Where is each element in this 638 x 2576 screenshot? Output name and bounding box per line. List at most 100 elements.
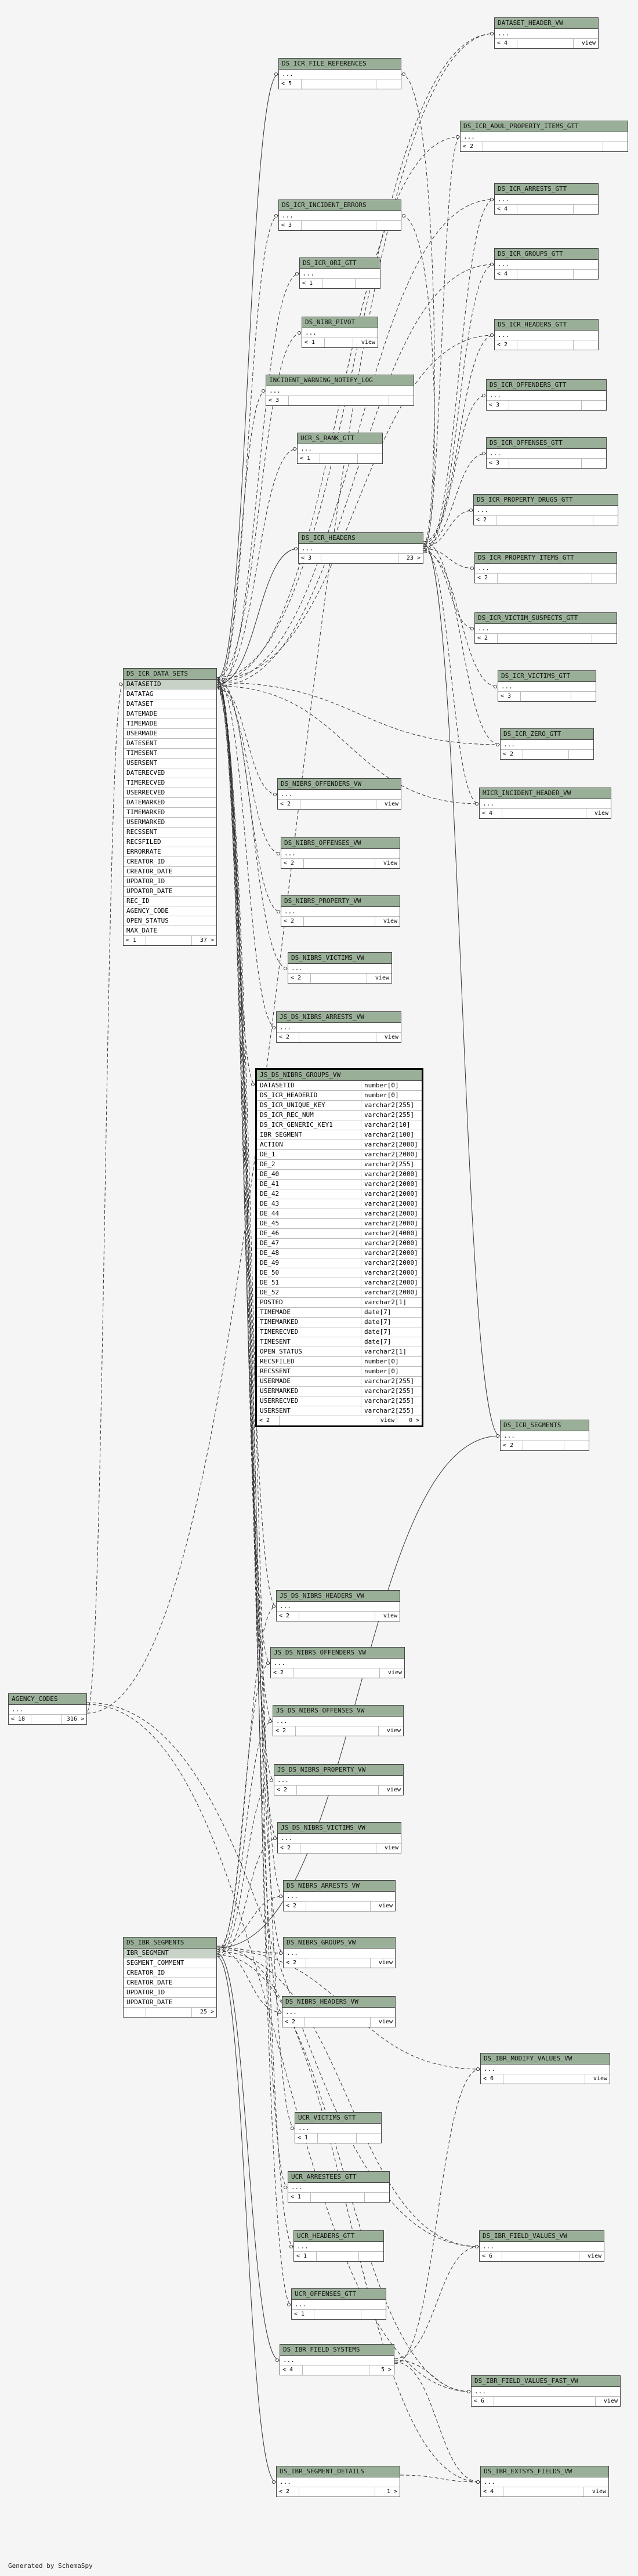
table-name[interactable]: DS_ICR_ARRESTS_GTT: [495, 184, 598, 195]
table-name[interactable]: DS_IBR_EXTSYS_FIELDS_VW: [481, 2466, 608, 2477]
table-name[interactable]: UCR_VICTIMS_GTT: [295, 2113, 381, 2124]
column-row[interactable]: UPDATOR_DATE: [124, 1998, 216, 2008]
table-name[interactable]: DS_ICR_GROUPS_GTT: [495, 249, 598, 260]
table-name[interactable]: UCR_HEADERS_GTT: [294, 2231, 383, 2242]
column-ellipsis[interactable]: ...: [475, 564, 617, 574]
column-ellipsis[interactable]: ...: [295, 2124, 381, 2134]
table-ucr-s-rank-gtt[interactable]: UCR_S_RANK_GTT...< 1: [297, 433, 383, 464]
column-row[interactable]: SEGMENT_COMMENT: [124, 1958, 216, 1968]
column-ellipsis[interactable]: ...: [282, 2008, 395, 2018]
table-name[interactable]: UCR_ARRESTEES_GTT: [288, 2172, 389, 2183]
column-ellipsis[interactable]: ...: [281, 907, 400, 917]
column-row[interactable]: UPDATOR_DATE: [124, 887, 216, 897]
column-row[interactable]: AGENCY_CODE: [124, 906, 216, 916]
column-row[interactable]: DATESENT: [124, 739, 216, 749]
column-ellipsis[interactable]: ...: [278, 790, 401, 800]
table-name[interactable]: DS_ICR_SEGMENTS: [501, 1420, 589, 1431]
table-name[interactable]: DS_ICR_ORI_GTT: [300, 258, 380, 269]
column-ellipsis[interactable]: ...: [487, 449, 606, 459]
column-row[interactable]: DATERECVED: [124, 768, 216, 778]
column-row[interactable]: USERSENT: [124, 759, 216, 768]
table-ds-icr-offenders-gtt[interactable]: DS_ICR_OFFENDERS_GTT...< 3: [486, 379, 607, 411]
column-ellipsis[interactable]: ...: [300, 269, 380, 279]
column-row[interactable]: RECSSENT: [124, 828, 216, 837]
table-name[interactable]: DS_NIBRS_VICTIMS_VW: [288, 953, 392, 964]
table-name[interactable]: DS_ICR_INCIDENT_ERRORS: [279, 200, 401, 211]
column-ellipsis[interactable]: ...: [288, 2183, 389, 2193]
table-name[interactable]: DS_ICR_DATA_SETS: [124, 669, 216, 680]
column-ellipsis[interactable]: ...: [498, 682, 596, 692]
table-name[interactable]: DS_ICR_FILE_REFERENCES: [279, 59, 401, 70]
table-ds-icr-offenses-gtt[interactable]: DS_ICR_OFFENSES_GTT...< 3: [486, 437, 607, 469]
table-name[interactable]: JS_DS_NIBRS_ARRESTS_VW: [277, 1012, 401, 1023]
table-name[interactable]: DS_NIBRS_PROPERTY_VW: [281, 896, 400, 907]
column-ellipsis[interactable]: ...: [475, 624, 617, 634]
column-row[interactable]: USERRECVED: [124, 788, 216, 798]
column-ellipsis[interactable]: ...: [487, 391, 606, 401]
table-ds-icr-zero-gtt[interactable]: DS_ICR_ZERO_GTT...< 2: [500, 728, 594, 760]
column-row[interactable]: IBR_SEGMENT: [124, 1949, 216, 1958]
column-row[interactable]: USERMARKED: [124, 818, 216, 828]
table-ucr-headers-gtt[interactable]: UCR_HEADERS_GTT...< 1: [293, 2230, 384, 2262]
column-ellipsis[interactable]: ...: [277, 1602, 400, 1612]
table-name[interactable]: DS_NIBRS_OFFENDERS_VW: [278, 779, 401, 790]
table-name[interactable]: JS_DS_NIBRS_VICTIMS_VW: [278, 1823, 401, 1834]
table-name[interactable]: UCR_S_RANK_GTT: [298, 433, 382, 444]
table-name[interactable]: DS_IBR_MODIFY_VALUES_VW: [481, 2053, 610, 2065]
column-ellipsis[interactable]: ...: [302, 328, 378, 338]
table-ucr-offenses-gtt[interactable]: UCR_OFFENSES_GTT...< 1: [291, 2288, 386, 2320]
column-row[interactable]: TIMERECVED: [124, 778, 216, 788]
table-name[interactable]: DS_IBR_FIELD_SYSTEMS: [280, 2345, 394, 2356]
table-ds-icr-victims-gtt[interactable]: DS_ICR_VICTIMS_GTT...< 3: [498, 670, 596, 702]
table-ds-icr-segments[interactable]: DS_ICR_SEGMENTS...< 2: [500, 1420, 589, 1451]
column-row[interactable]: DATASET: [124, 699, 216, 709]
table-name[interactable]: DS_ICR_PROPERTY_ITEMS_GTT: [475, 553, 617, 564]
table-ds-icr-property-items-gtt[interactable]: DS_ICR_PROPERTY_ITEMS_GTT...< 2: [474, 552, 617, 583]
column-ellipsis[interactable]: ...: [292, 2300, 386, 2310]
table-name[interactable]: DS_NIBRS_HEADERS_VW: [282, 1997, 395, 2008]
column-row[interactable]: DATATAG: [124, 690, 216, 699]
table-name[interactable]: DS_ICR_VICTIM_SUSPECTS_GTT: [475, 613, 617, 624]
column-ellipsis[interactable]: ...: [298, 444, 382, 454]
column-row[interactable]: OPEN_STATUS: [124, 916, 216, 926]
table-ds-icr-adul-property-items-gtt[interactable]: DS_ICR_ADUL_PROPERTY_ITEMS_GTT...< 2: [460, 121, 628, 152]
table-name[interactable]: DS_IBR_SEGMENTS: [124, 1938, 216, 1949]
column-ellipsis[interactable]: ...: [274, 1776, 403, 1786]
table-name[interactable]: MICR_INCIDENT_HEADER_VW: [480, 788, 611, 799]
table-ds-icr-property-drugs-gtt[interactable]: DS_ICR_PROPERTY_DRUGS_GTT...< 2: [473, 494, 618, 525]
column-ellipsis[interactable]: ...: [480, 799, 611, 809]
table-name[interactable]: DS_NIBRS_OFFENSES_VW: [281, 838, 400, 849]
column-ellipsis[interactable]: ...: [280, 2356, 394, 2365]
column-row[interactable]: RECSFILED: [124, 837, 216, 847]
column-ellipsis[interactable]: ...: [279, 211, 401, 221]
